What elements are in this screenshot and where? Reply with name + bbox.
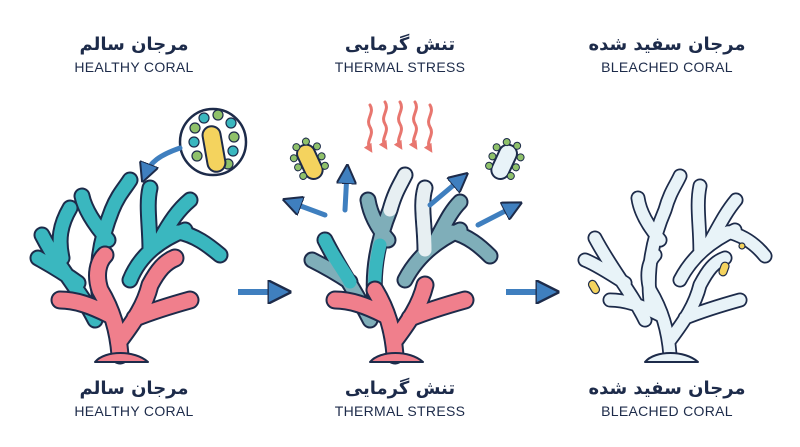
polyp-tentacles — [188, 109, 240, 170]
stressed-coral — [303, 166, 499, 365]
remnant-algae-icon — [587, 242, 746, 295]
healthy-coral-caption-en: HEALTHY CORAL — [74, 403, 194, 419]
healthy-coral-top-label: مرجان سالم HEALTHY CORAL — [24, 34, 244, 76]
thermal-stress-caption-en: THERMAL STRESS — [334, 403, 466, 419]
stressed-coral-upper-branches — [303, 166, 499, 329]
thermal-stress-title-fa: تنش گرمایی — [344, 34, 456, 55]
thermal-stress-bottom-label: تنش گرمایی THERMAL STRESS — [290, 378, 510, 420]
healthy-coral — [29, 171, 229, 365]
bleached-coral-title-en: BLEACHED CORAL — [601, 59, 733, 75]
bleached-coral-caption-en: BLEACHED CORAL — [601, 403, 733, 419]
bleached-coral-bottom-label: مرجان سفید شده BLEACHED CORAL — [557, 378, 777, 420]
expulsion-arrow-icon — [345, 172, 347, 213]
healthy-coral-title-en: HEALTHY CORAL — [74, 59, 194, 75]
expelled-algae-right-icon — [485, 138, 525, 180]
expulsion-arrows — [290, 172, 515, 228]
bleached-coral-top-label: مرجان سفید شده BLEACHED CORAL — [557, 34, 777, 76]
healthy-coral-bottom-label: مرجان سالم HEALTHY CORAL — [24, 378, 244, 420]
expelled-algae-left-icon — [289, 137, 329, 180]
stressed-coral-pink-branches — [325, 275, 475, 365]
thermal-stress-title-en: THERMAL STRESS — [334, 59, 466, 75]
thermal-stress-caption-fa: تنش گرمایی — [344, 378, 456, 399]
expulsion-arrow-icon — [475, 206, 515, 228]
polyp-zoom-icon — [178, 107, 248, 177]
thermal-stress-top-label: تنش گرمایی THERMAL STRESS — [290, 34, 510, 76]
bleached-coral-caption-fa: مرجان سفید شده — [588, 378, 746, 399]
bleached-coral — [577, 168, 773, 363]
healthy-coral-caption-fa: مرجان سالم — [79, 378, 189, 399]
zoom-arrow-icon — [145, 145, 183, 175]
healthy-coral-pink-branches — [50, 245, 200, 365]
healthy-coral-title-fa: مرجان سالم — [79, 34, 189, 55]
expulsion-arrow-icon — [290, 202, 328, 218]
bleached-coral-title-fa: مرجان سفید شده — [588, 34, 746, 55]
heat-waves-icon — [363, 100, 433, 153]
expulsion-arrow-icon — [427, 178, 462, 208]
